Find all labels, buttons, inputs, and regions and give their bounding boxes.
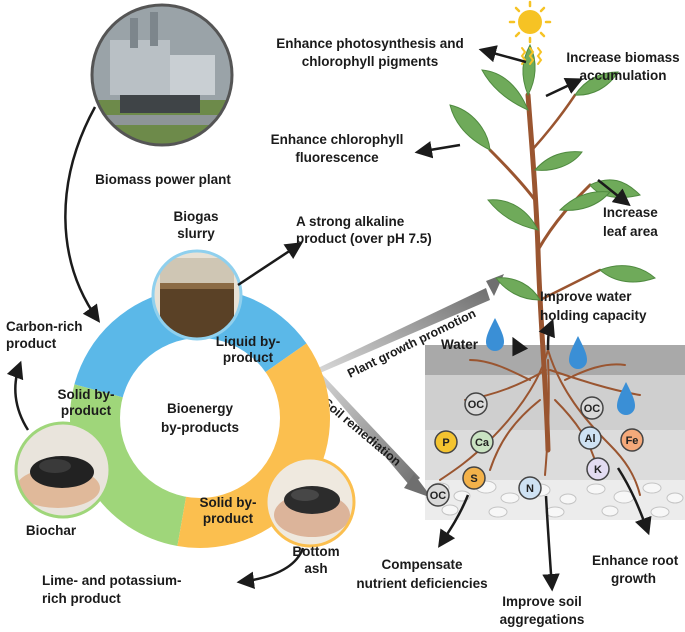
solid-left-label-line2: product bbox=[61, 403, 112, 418]
arrow-to-alkaline bbox=[237, 242, 303, 287]
biochar-photo bbox=[14, 421, 112, 519]
water-drop-icon bbox=[569, 336, 587, 369]
leaf bbox=[574, 71, 619, 96]
root-growth-line1: Enhance root bbox=[592, 553, 679, 568]
growth-beam bbox=[318, 288, 490, 373]
fluorescence-line2: fluorescence bbox=[295, 150, 379, 165]
aggregation-line2: aggregations bbox=[500, 612, 585, 627]
nutrient-bubble: K bbox=[586, 457, 610, 481]
by-product-ring bbox=[69, 287, 331, 548]
biogas-label-line1: Biogas bbox=[173, 209, 218, 224]
lime-line1: Lime- and potassium- bbox=[42, 573, 182, 588]
biochar-label: Biochar bbox=[26, 523, 77, 538]
center-title-line2: by-products bbox=[161, 420, 239, 435]
nutrient-bubble: OC bbox=[464, 392, 488, 416]
nutrient-bubble: P bbox=[434, 430, 458, 454]
solid-left-label-line1: Solid by- bbox=[58, 387, 115, 402]
sun-icon bbox=[508, 0, 552, 65]
arrow-to-carbon bbox=[6, 360, 30, 431]
ash-label-line2: ash bbox=[304, 561, 327, 576]
carbon-line1: Carbon-rich bbox=[6, 319, 83, 334]
nutrient-line1: Compensate bbox=[381, 557, 463, 572]
nutrient-bubble: S bbox=[462, 466, 486, 490]
arrow-water-up bbox=[512, 336, 529, 357]
liquid-label-line1: Liquid by- bbox=[216, 334, 281, 349]
soil-pathway-label: Soil remediation bbox=[320, 396, 403, 469]
nutrient-label: N bbox=[526, 483, 534, 495]
aggregation-line1: Improve soil bbox=[502, 594, 582, 609]
liquid-label-line2: product bbox=[223, 350, 274, 365]
biomass-line1: Increase biomass bbox=[566, 50, 679, 65]
leaf bbox=[495, 277, 541, 301]
arrow-to-aggregation bbox=[542, 495, 560, 592]
alkaline-line1: A strong alkaline bbox=[296, 214, 405, 229]
nutrient-bubbles: OC OC OC P CaS Al FeK N bbox=[426, 392, 644, 507]
arrow-to-fluorescence bbox=[414, 141, 461, 159]
nutrient-bubble: Fe bbox=[620, 428, 644, 452]
nutrient-label: OC bbox=[584, 403, 601, 415]
nutrient-bubble: OC bbox=[580, 396, 604, 420]
arrow-to-biomass bbox=[545, 78, 584, 98]
nutrient-label: OC bbox=[468, 399, 485, 411]
water-drop-icon bbox=[486, 318, 504, 351]
carbon-line2: product bbox=[6, 336, 57, 351]
arrow-to-leaf-area bbox=[597, 179, 631, 207]
nutrient-line2: nutrient deficiencies bbox=[356, 576, 487, 591]
nutrient-bubble: OC bbox=[426, 483, 450, 507]
leaf bbox=[599, 265, 656, 283]
water-drop-icon bbox=[617, 382, 635, 415]
ash-label-line1: Bottom bbox=[292, 544, 339, 559]
arrow-to-lime bbox=[236, 547, 305, 589]
root-growth-line2: growth bbox=[611, 571, 656, 586]
nutrient-label: OC bbox=[430, 490, 447, 502]
water-drops bbox=[486, 318, 635, 415]
solid-right-label-line1: Solid by- bbox=[200, 495, 257, 510]
solid-right-label-line2: product bbox=[203, 511, 254, 526]
arrow-plant-to-ring bbox=[64, 106, 101, 323]
arrow-to-root-growth bbox=[616, 467, 652, 536]
leaf-area-line2: leaf area bbox=[603, 224, 658, 239]
nutrient-label: Al bbox=[585, 433, 596, 445]
arrow-to-water-holding bbox=[538, 318, 555, 351]
leaf bbox=[558, 191, 611, 211]
arrow-to-nutrient bbox=[438, 494, 470, 548]
nutrient-label: Ca bbox=[475, 437, 490, 449]
leaf bbox=[449, 104, 491, 151]
water-label: Water bbox=[441, 337, 479, 352]
nutrient-bubble: Ca bbox=[470, 430, 494, 454]
nutrient-label: P bbox=[442, 437, 449, 449]
water-holding-line2: holding capacity bbox=[540, 308, 647, 323]
lime-line2: rich product bbox=[42, 591, 121, 606]
photosynthesis-line1: Enhance photosynthesis and bbox=[276, 36, 464, 51]
leaf bbox=[481, 69, 529, 111]
biomass-line2: accumulation bbox=[579, 68, 666, 83]
biogas-label-line2: slurry bbox=[177, 226, 215, 241]
alkaline-line2: product (over pH 7.5) bbox=[296, 231, 432, 246]
fluorescence-line1: Enhance chlorophyll bbox=[271, 132, 404, 147]
nutrient-label: Fe bbox=[626, 435, 639, 447]
photosynthesis-line2: chlorophyll pigments bbox=[302, 54, 439, 69]
center-title-line1: Bioenergy bbox=[167, 401, 234, 416]
soil-beam-head bbox=[404, 474, 432, 498]
biogas-slurry-photo bbox=[151, 249, 243, 341]
bottom-ash-photo bbox=[264, 456, 356, 548]
water-holding-line1: Improve water bbox=[540, 289, 632, 304]
leaf bbox=[534, 151, 583, 171]
leaf-area-line1: Increase bbox=[603, 205, 658, 220]
arrow-to-photosynthesis bbox=[478, 45, 527, 64]
nutrient-label: S bbox=[470, 473, 477, 485]
plant-photo-label: Biomass power plant bbox=[95, 172, 231, 187]
nutrient-bubble: N bbox=[518, 476, 542, 500]
biomass-plant-photo bbox=[90, 3, 234, 147]
leaf bbox=[487, 199, 539, 231]
nutrient-bubble: Al bbox=[578, 426, 602, 450]
soil-beam bbox=[316, 370, 420, 486]
nutrient-label: K bbox=[594, 464, 602, 476]
